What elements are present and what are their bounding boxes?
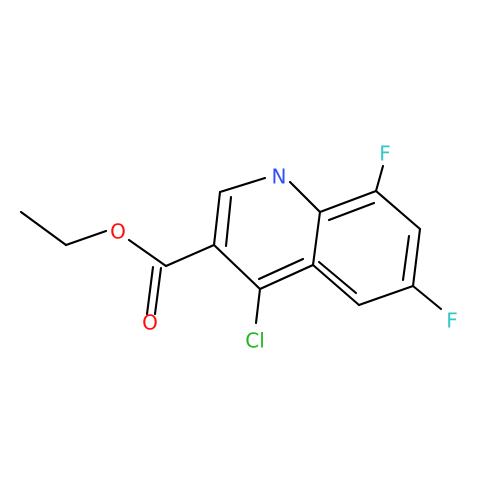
bond-c8a-c8 [318,189,378,214]
bond-n-c8a [288,180,322,214]
bond-c2-n [218,176,267,194]
bond-ethyl-to-oxygen [64,229,108,247]
bond-c8-c7 [374,189,422,231]
bond-c4-c3 [212,243,262,291]
bond-c7-c6-inner [401,234,411,282]
bond-carbonyl-right [153,266,163,316]
bond-c6-c5 [357,284,415,307]
bond-c8a-c4a [311,210,322,267]
bond-ethyl-terminal [19,210,68,247]
right-fluorine-atom-label: F [446,309,458,333]
bond-ether-oxygen-carbonyl-carbon [127,238,168,268]
carbonyl-oxygen-atom-label: O [142,311,158,335]
bond-c8a-c8-inner [327,201,376,222]
bond-c7-c6 [411,227,422,288]
bond-c4a-c4-inner [257,257,305,281]
bond-carbonyl-to-ring [164,243,216,268]
bond-c8-f [374,164,385,193]
bond-c3-c2 [212,190,222,247]
bond-c4a-c4 [258,263,315,291]
bond-carbonyl-left [145,265,155,316]
bond-c6-f [411,284,443,311]
bond-c4-cl [254,287,262,325]
bond-c5-c4a-inner [317,260,358,295]
bond-c3-c2-inner [224,195,233,248]
ether-oxygen-atom-label: O [110,220,126,244]
chlorine-atom-label: Cl [245,329,265,353]
nitrogen-atom-label: N [272,165,287,189]
top-fluorine-atom-label: F [379,142,391,166]
bond-c5-c4a [311,263,361,307]
